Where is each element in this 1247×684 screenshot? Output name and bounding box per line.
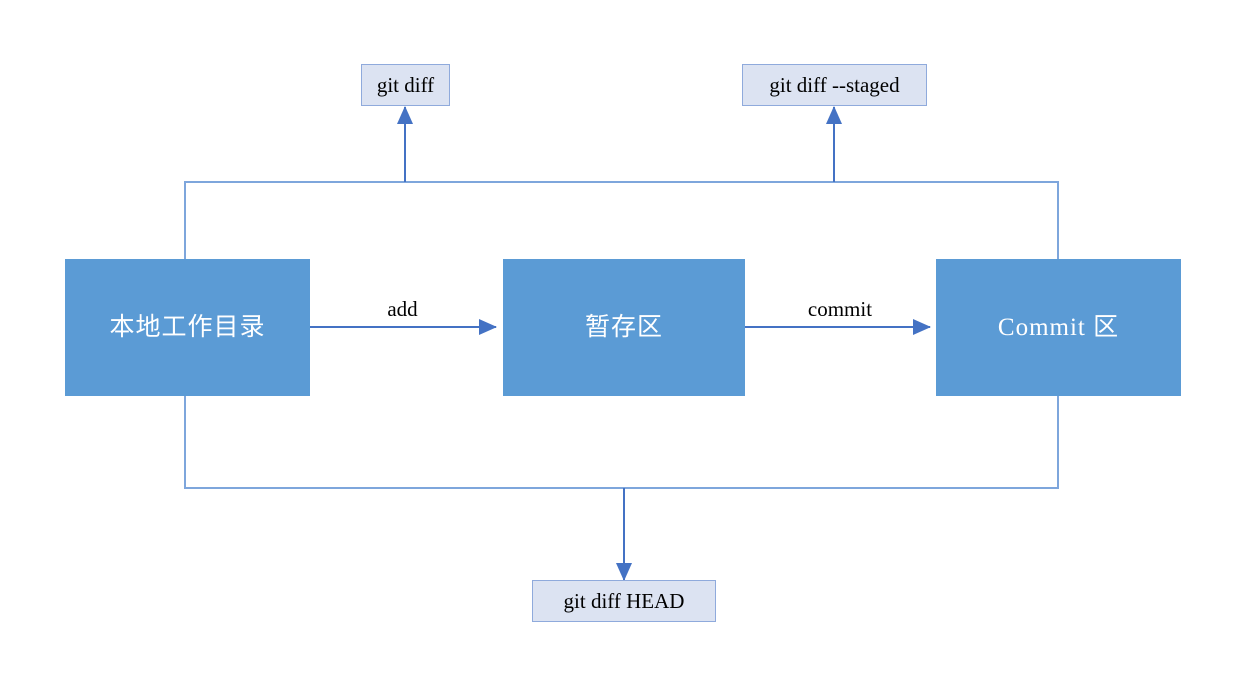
connector-top-bracket [184,181,1059,259]
connector-bottom-bracket [184,396,1059,489]
command-box-git-diff-head[interactable]: git diff HEAD [532,580,716,622]
command-box-git-diff[interactable]: git diff [361,64,450,106]
command-box-git-diff-staged[interactable]: git diff --staged [742,64,927,106]
node-working-directory[interactable]: 本地工作目录 [65,259,310,396]
node-staging-area[interactable]: 暂存区 [503,259,745,396]
node-commit-area[interactable]: Commit 区 [936,259,1181,396]
edge-label-commit: commit [807,297,873,321]
edge-label-add: add [387,297,418,321]
